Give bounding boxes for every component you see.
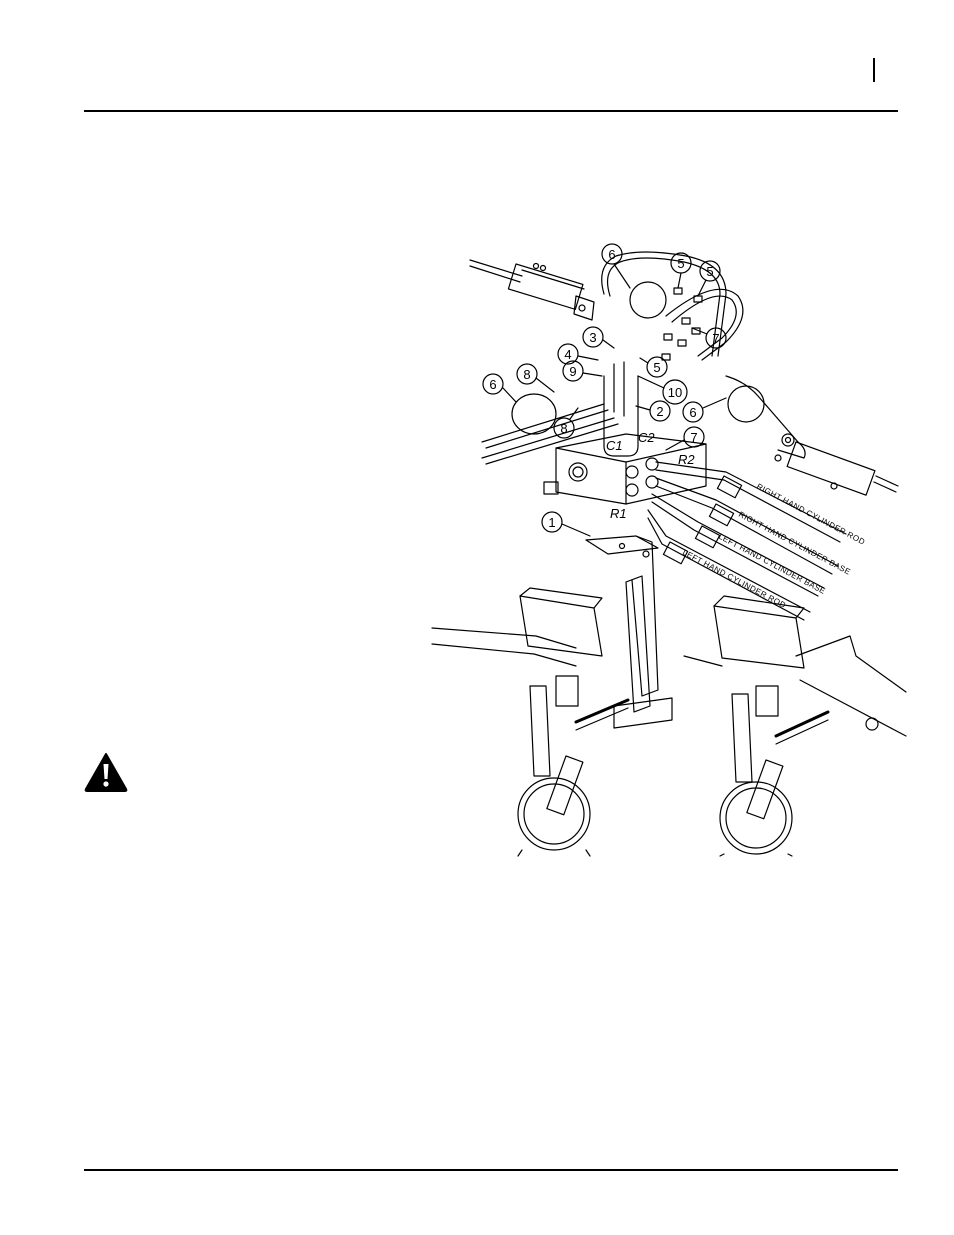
parts-illustration: RIGHT HAND CYLINDER ROD RIGHT HAND CYLIN… (426, 236, 907, 857)
svg-text:6: 6 (608, 247, 615, 262)
valve-block (543, 433, 707, 505)
svg-text:4: 4 (564, 347, 571, 362)
row-unit-right (683, 595, 907, 857)
callout-9: 9 (562, 360, 603, 382)
callout-6c: 6 (682, 397, 727, 423)
callout-6a: 6 (601, 243, 631, 289)
svg-text:5: 5 (677, 256, 684, 271)
callout-2: 2 (635, 400, 671, 422)
hose-label-rh-base: RIGHT HAND CYLINDER BASE (737, 510, 852, 577)
warning-triangle-icon (84, 752, 128, 792)
callout-8b: 8 (553, 407, 579, 439)
callout-8a: 8 (516, 363, 555, 393)
svg-text:5: 5 (653, 360, 660, 375)
callout-1: 1 (541, 511, 591, 537)
callout-7b: 7 (665, 426, 705, 451)
svg-text:7: 7 (712, 331, 719, 346)
left-hydraulic-cylinder (469, 259, 595, 321)
svg-text:10: 10 (668, 385, 682, 400)
callout-5b: 5 (697, 260, 721, 297)
output-hoses (647, 461, 847, 621)
row-unit-left (431, 587, 630, 857)
callout-6b: 6 (482, 373, 517, 403)
svg-text:1: 1 (548, 515, 555, 530)
svg-text:6: 6 (689, 405, 696, 420)
hose-assembly-left (481, 393, 619, 465)
svg-text:6: 6 (489, 377, 496, 392)
fittings-cluster (661, 287, 703, 361)
header-rule (84, 110, 898, 112)
callout-5a: 5 (670, 252, 692, 289)
callout-3: 3 (582, 326, 615, 349)
mounting-bracket (585, 535, 673, 729)
callout-10: 10 (637, 375, 688, 405)
svg-text:2: 2 (656, 404, 663, 419)
hose-label-rh-rod: RIGHT HAND CYLINDER ROD (755, 482, 867, 547)
callout-5c: 5 (639, 356, 668, 378)
svg-text:9: 9 (569, 364, 576, 379)
svg-text:8: 8 (523, 367, 530, 382)
callout-7a: 7 (691, 327, 727, 349)
port-label-r2: R2 (678, 452, 695, 467)
svg-text:5: 5 (706, 264, 713, 279)
callout-4: 4 (557, 343, 599, 365)
footer-rule (84, 1169, 898, 1171)
svg-text:8: 8 (560, 421, 567, 436)
page-tab-marker (873, 58, 875, 82)
port-label-c1: C1 (606, 438, 623, 453)
port-label-r1: R1 (610, 506, 627, 521)
port-label-c2: C2 (638, 430, 655, 445)
right-hydraulic-cylinder (725, 375, 899, 496)
hose-label-lh-rod: LEFT HAND CYLINDER ROD (681, 548, 787, 610)
svg-text:3: 3 (589, 330, 596, 345)
svg-text:7: 7 (690, 430, 697, 445)
